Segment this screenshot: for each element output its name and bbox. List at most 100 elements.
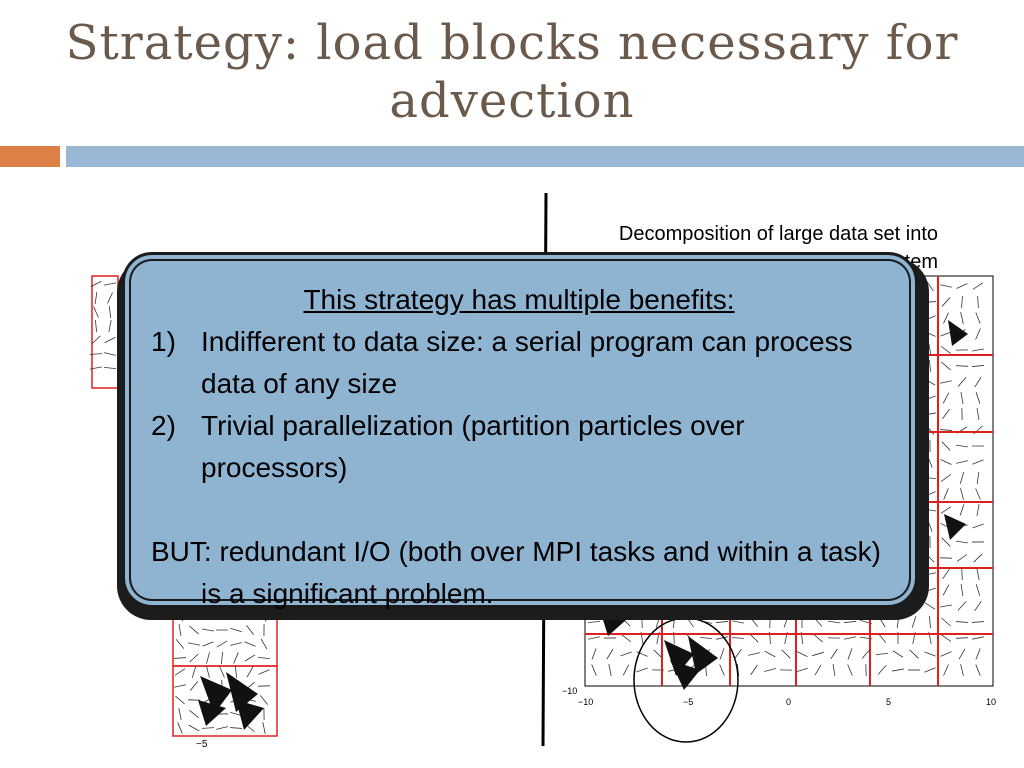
vector-arrow bbox=[107, 292, 113, 304]
list-item-text: Indifferent to data size: a serial progr… bbox=[201, 326, 853, 399]
vector-arrow bbox=[941, 537, 951, 547]
benefits-list: 1) Indifferent to data size: a serial pr… bbox=[151, 321, 887, 489]
vector-arrow bbox=[173, 657, 187, 659]
vector-arrow bbox=[955, 621, 969, 623]
vector-arrow bbox=[636, 651, 648, 657]
vector-arrow bbox=[942, 392, 950, 404]
vector-arrow bbox=[928, 344, 932, 356]
vector-arrow bbox=[940, 474, 952, 482]
vector-arrow bbox=[230, 642, 242, 646]
vector-arrow bbox=[90, 280, 102, 288]
vector-arrow bbox=[749, 633, 759, 643]
vector-arrow bbox=[940, 459, 952, 465]
vector-arrow bbox=[814, 664, 822, 676]
vector-arrow bbox=[260, 638, 268, 650]
vector-arrow bbox=[764, 650, 776, 658]
list-item: 1) Indifferent to data size: a serial pr… bbox=[151, 321, 887, 405]
vector-arrow bbox=[206, 652, 210, 664]
vector-arrow bbox=[94, 292, 98, 304]
vector-arrow bbox=[844, 636, 856, 640]
vector-arrow bbox=[750, 664, 758, 676]
vector-arrow bbox=[175, 695, 185, 705]
vector-arrow bbox=[732, 620, 744, 624]
vector-arrow bbox=[188, 642, 200, 646]
vector-arrow bbox=[832, 664, 836, 676]
vector-arrow bbox=[960, 392, 964, 404]
vector-arrow bbox=[90, 366, 102, 370]
vector-arrow bbox=[229, 727, 243, 729]
vector-arrow bbox=[244, 654, 256, 662]
right-x-ticks: −10 −5 0 5 10 bbox=[578, 697, 996, 707]
vector-arrow bbox=[201, 727, 215, 729]
vector-arrow bbox=[189, 681, 199, 691]
vector-arrow bbox=[961, 567, 963, 581]
slide-title: Strategy: load blocks necessary for adve… bbox=[65, 15, 959, 129]
vector-arrow bbox=[246, 624, 254, 636]
vector-arrow bbox=[731, 637, 745, 639]
callout-heading: This strategy has multiple benefits: bbox=[303, 284, 735, 315]
vector-arrow bbox=[716, 636, 728, 640]
vector-arrow bbox=[202, 641, 214, 647]
vector-arrow bbox=[971, 621, 985, 623]
vector-arrow bbox=[93, 306, 99, 318]
x-tick-label: −10 bbox=[578, 697, 593, 707]
vector-arrow bbox=[622, 664, 630, 676]
vector-arrow bbox=[89, 353, 103, 355]
vector-arrow bbox=[940, 634, 952, 642]
callout-note: BUT: redundant I/O (both over MPI tasks … bbox=[151, 536, 881, 609]
vector-arrow bbox=[956, 540, 968, 544]
vector-arrow bbox=[606, 648, 614, 660]
vector-arrow bbox=[940, 604, 952, 608]
vector-arrow bbox=[941, 441, 951, 451]
list-item-text: Trivial parallelization (partition parti… bbox=[201, 410, 745, 483]
vector-arrow bbox=[928, 359, 932, 373]
spacer bbox=[151, 489, 887, 531]
vector-arrow bbox=[955, 637, 969, 639]
x-tick-label: 5 bbox=[886, 697, 891, 707]
vector-arrow bbox=[972, 282, 984, 290]
vector-arrow bbox=[975, 648, 981, 660]
vector-arrow bbox=[244, 641, 256, 647]
vector-arrow bbox=[975, 488, 981, 500]
vector-arrow bbox=[960, 312, 964, 324]
vector-arrow bbox=[959, 504, 965, 516]
vector-arrow bbox=[975, 584, 981, 596]
vector-arrow bbox=[94, 319, 98, 333]
vector-arrow bbox=[960, 584, 964, 596]
vector-arrow bbox=[108, 320, 112, 332]
left-particle-cluster bbox=[198, 672, 264, 730]
vector-arrow bbox=[940, 651, 952, 657]
vector-arrow bbox=[972, 459, 984, 465]
vector-arrow bbox=[956, 554, 968, 562]
vector-arrow bbox=[976, 408, 980, 420]
vector-arrow bbox=[976, 472, 980, 484]
vector-arrow bbox=[972, 348, 984, 352]
vector-arrow bbox=[230, 627, 242, 633]
left-block-bottom bbox=[172, 665, 278, 737]
vector-arrow bbox=[861, 649, 871, 659]
vector-arrow bbox=[216, 640, 228, 648]
vector-arrow bbox=[588, 636, 600, 640]
vector-arrow bbox=[587, 621, 601, 623]
vector-arrow bbox=[177, 722, 183, 734]
vector-arrow bbox=[781, 649, 791, 659]
vector-arrow bbox=[103, 366, 117, 370]
vector-arrow bbox=[847, 648, 853, 660]
vector-arrow bbox=[972, 523, 984, 529]
vector-arrow bbox=[975, 312, 981, 324]
x-tick-label: −5 bbox=[683, 697, 693, 707]
vector-arrow bbox=[202, 628, 214, 632]
vector-arrow bbox=[764, 668, 776, 672]
vector-arrow bbox=[178, 708, 182, 720]
list-item: 2) Trivial parallelization (partition pa… bbox=[151, 405, 887, 489]
vector-arrow bbox=[191, 666, 197, 678]
vector-arrow bbox=[975, 328, 981, 340]
vector-arrow bbox=[956, 444, 968, 448]
vector-arrow bbox=[941, 297, 951, 307]
benefits-callout: This strategy has multiple benefits: 1) … bbox=[122, 252, 918, 609]
vector-arrow bbox=[258, 669, 270, 675]
vector-arrow bbox=[813, 633, 823, 643]
vector-arrow bbox=[715, 621, 729, 623]
vector-arrow bbox=[104, 336, 116, 344]
vector-arrow bbox=[942, 408, 950, 420]
